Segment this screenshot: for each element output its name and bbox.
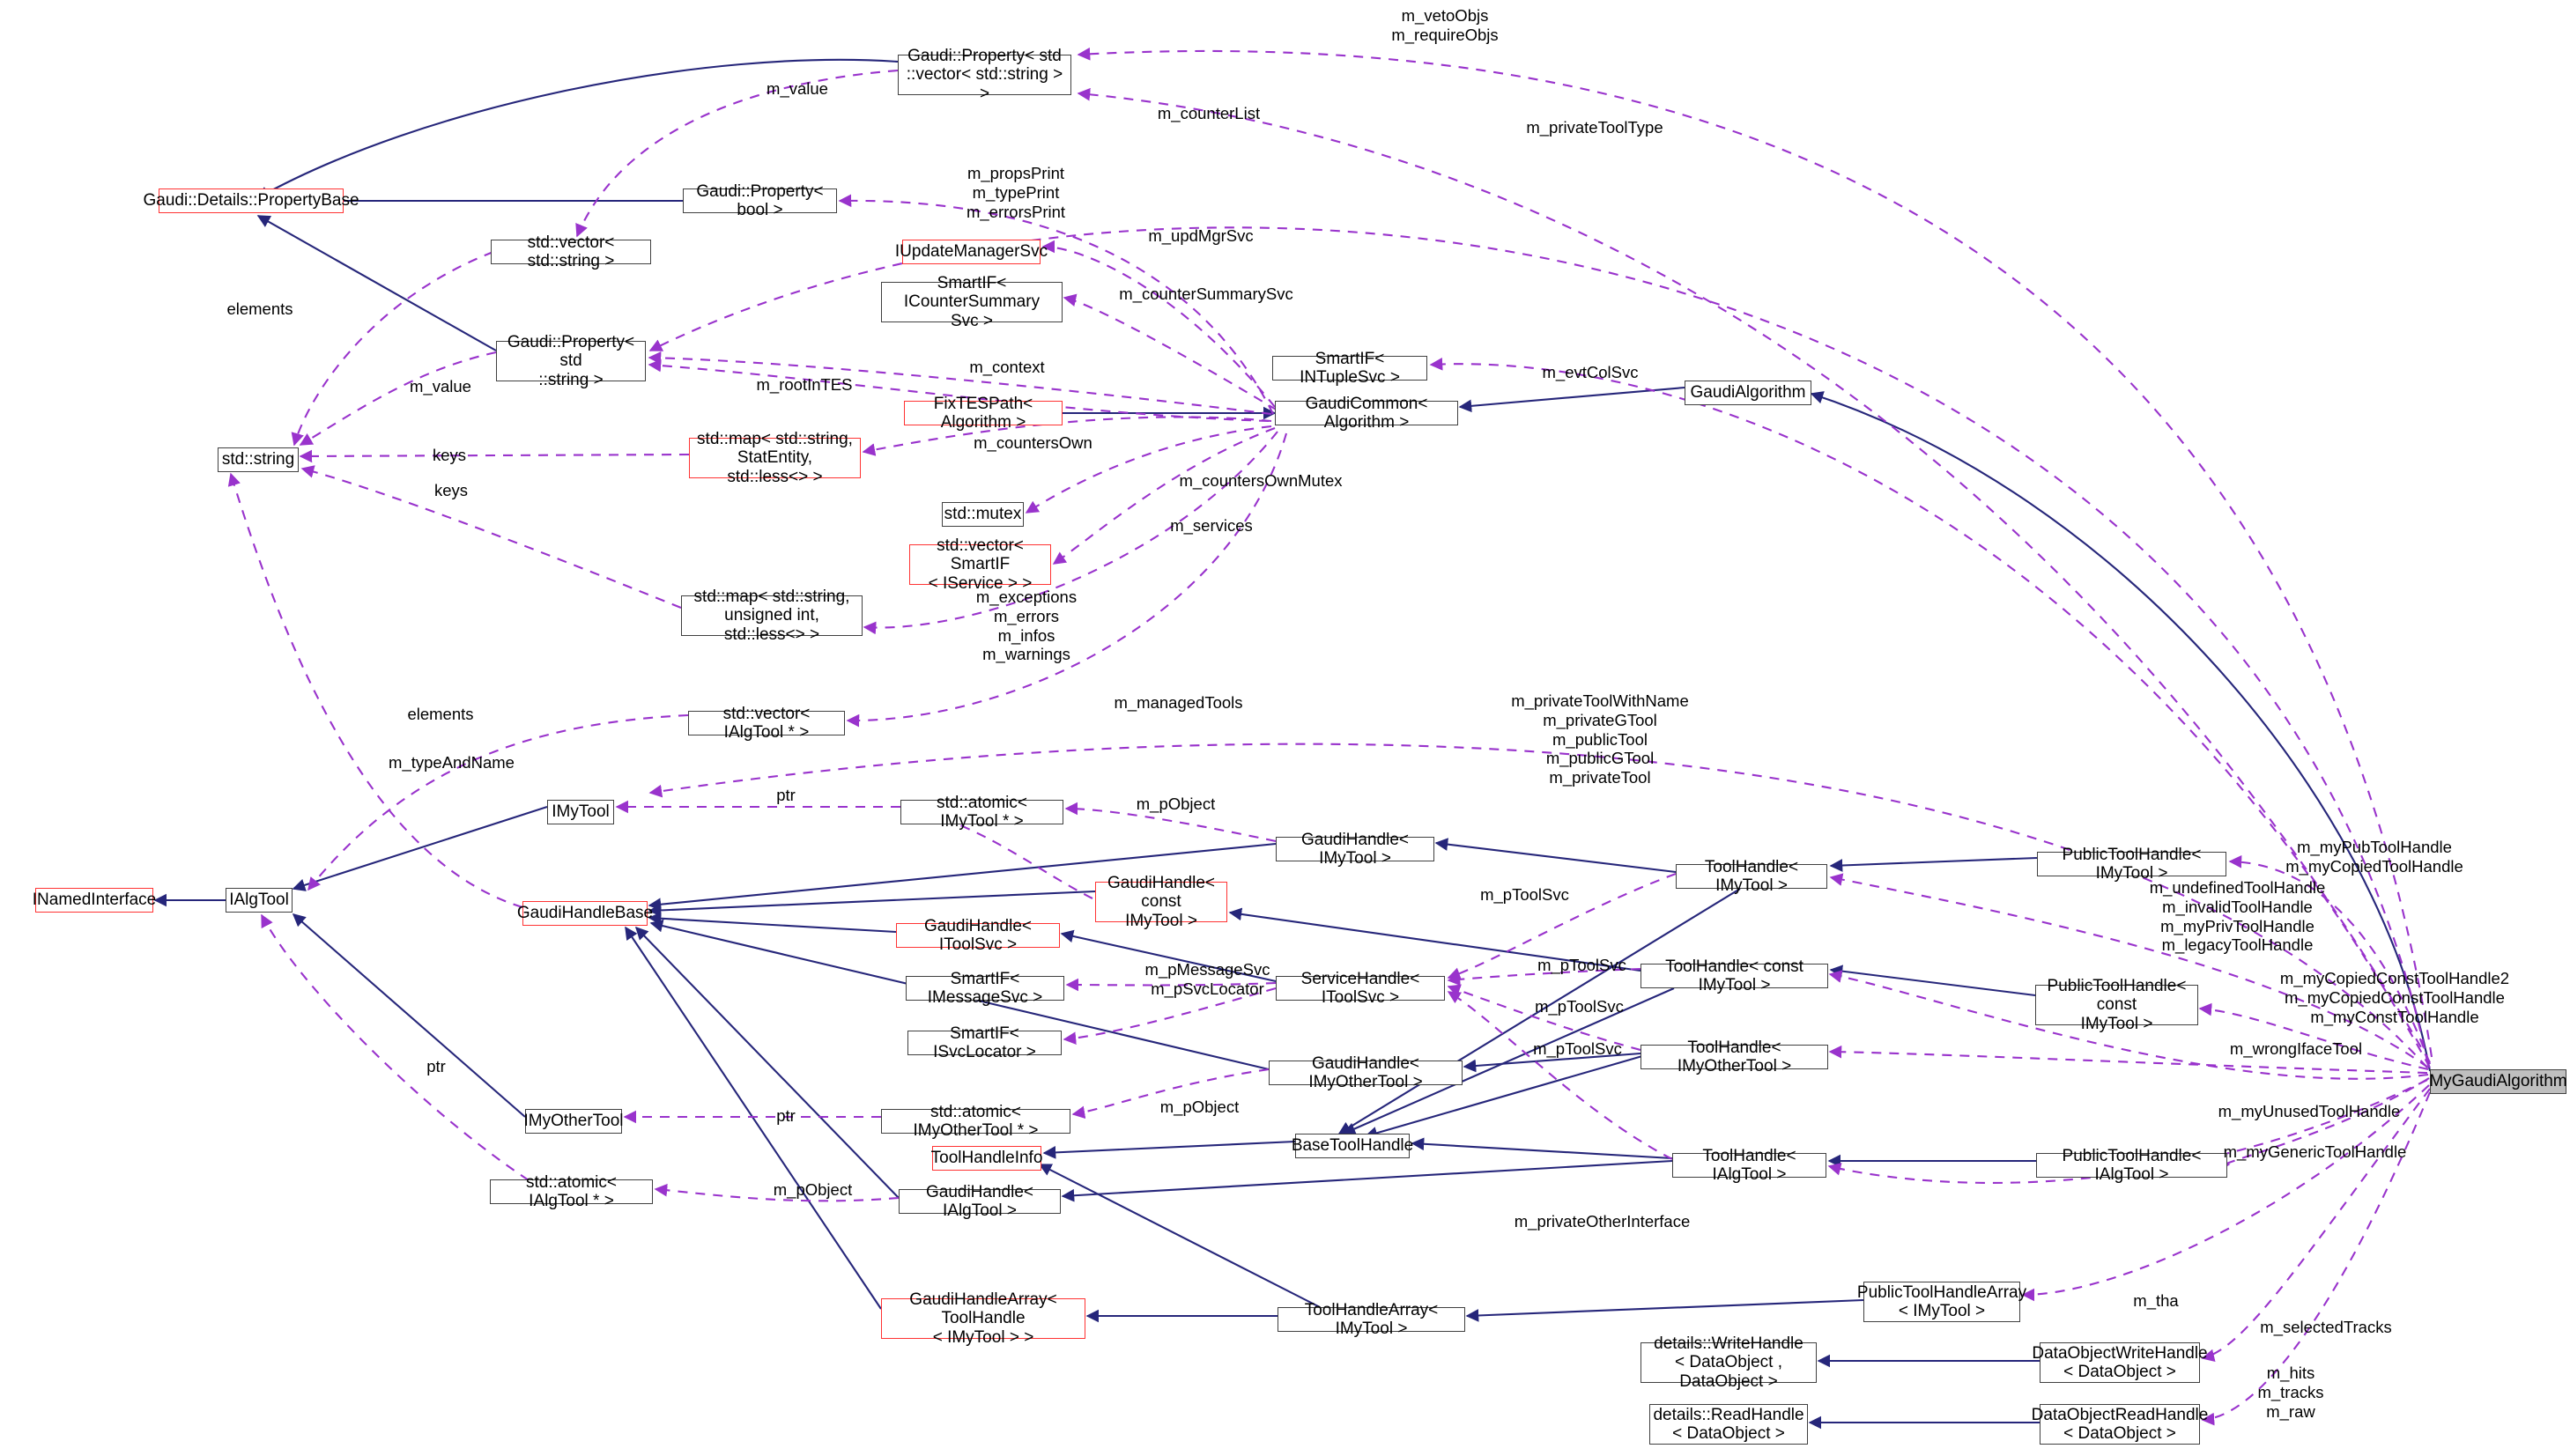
edge-label-root-in-tes: m_rootInTES [756,375,853,394]
node-gaudihandlebase[interactable]: GaudiHandleBase [517,901,653,926]
edge-label-p-tool-svc-4: m_pToolSvc [1533,1039,1622,1058]
node-details-readhandle-dataobject[interactable]: details::ReadHandle < DataObject > [1649,1404,1808,1445]
node-gaudi-property-bool[interactable]: Gaudi::Property< bool > [683,182,837,219]
node-dataobjectwritehandle-dataobject[interactable]: DataObjectWriteHandle < DataObject > [2032,1342,2208,1383]
node-std-map-string-unsigned-int[interactable]: std::map< std::string, unsigned int, std… [681,588,863,644]
node-gaudialgorithm[interactable]: GaudiAlgorithm [1685,381,1811,405]
edge-label-private-tool-type: m_privateToolType [1526,118,1663,137]
edge-label-ptr-3: ptr [426,1057,446,1075]
node-publictoolhandlearray-imytool[interactable]: PublicToolHandleArray < IMyTool > [1856,1282,2027,1322]
edge-label-private-public-tools: m_privateToolWithName m_privateGTool m_p… [1511,691,1689,787]
node-mygaudialgorithm[interactable]: MyGaudiAlgorithm [2429,1069,2567,1094]
edge-label-p-object-2: m_pObject [1159,1098,1240,1116]
edge-label-p-tool-svc-3: m_pToolSvc [1535,997,1624,1016]
node-inamedinterface[interactable]: INamedInterface [33,888,156,913]
edge-label-counter-summary-svc: m_counterSummarySvc [1119,285,1293,303]
edge-label-evt-col-svc: m_evtColSvc [1542,363,1639,381]
edge-label-my-generic-tool-handle: m_myGenericToolHandle [2223,1142,2407,1161]
node-toolhandle-ialgtool[interactable]: ToolHandle< IAlgTool > [1672,1147,1826,1184]
edge-label-ptr-1: ptr [776,786,796,804]
edge-label-my-pub-copied-tool-handle: m_myPubToolHandle m_myCopiedToolHandle [2285,838,2463,876]
edge-label-p-tool-svc-2: m_pToolSvc [1537,956,1626,974]
edge-label-p-message-svc-locator: m_pMessageSvc m_pSvcLocator [1144,960,1270,998]
edge-label-counter-list: m_counterList [1157,104,1261,122]
node-std-mutex[interactable]: std::mutex [942,502,1024,527]
node-toolhandlearray-imytool[interactable]: ToolHandleArray< IMyTool > [1278,1301,1465,1338]
edge-label-m-value-mid: m_value [410,377,471,395]
edge-label-selected-tracks: m_selectedTracks [2260,1318,2392,1336]
node-std-atomic-imyothertool-ptr[interactable]: std::atomic< IMyOtherTool * > [881,1103,1070,1140]
edge-label-keys-2: keys [433,481,469,499]
edge-label-wrong-iface-tool: m_wrongIfaceTool [2229,1039,2363,1058]
edge-label-elements-mid: elements [407,705,474,723]
node-std-atomic-imytool-ptr[interactable]: std::atomic< IMyTool * > [900,794,1063,831]
edge-label-p-object-3: m_pObject [773,1180,853,1199]
node-servicehandle-itoolsvc[interactable]: ServiceHandle< IToolSvc > [1276,970,1445,1007]
node-smartif-icountersummarysvc[interactable]: SmartIF< ICounterSummary Svc > [881,274,1063,330]
node-fixtespath-algorithm[interactable]: FixTESPath< Algorithm > [904,395,1063,432]
node-gaudicommon-algorithm[interactable]: GaudiCommon< Algorithm > [1275,395,1458,432]
node-gaudihandle-const-imytool[interactable]: GaudiHandle< const IMyTool > [1095,874,1227,930]
node-std-map-string-statentity[interactable]: std::map< std::string, StatEntity, std::… [689,430,861,486]
node-gaudi-property-string[interactable]: Gaudi::Property< std ::string > [496,333,646,389]
node-imytool[interactable]: IMyTool [547,800,614,824]
node-dataobjectreadhandle-dataobject[interactable]: DataObjectReadHandle < DataObject > [2031,1404,2209,1445]
node-toolhandle-imytool[interactable]: ToolHandle< IMyTool > [1676,858,1827,895]
node-publictoolhandle-imytool[interactable]: PublicToolHandle< IMyTool > [2037,846,2226,883]
edge-label-undefined-invalid-priv-legacy: m_undefinedToolHandle m_invalidToolHandl… [2149,878,2326,955]
edge-label-veto-require-objs: m_vetoObjs m_requireObjs [1391,6,1499,44]
node-toolhandle-const-imytool[interactable]: ToolHandle< const IMyTool > [1641,957,1828,994]
node-ialgtool[interactable]: IAlgTool [226,888,293,913]
edge-label-my-unused-tool-handle: m_myUnusedToolHandle [2218,1102,2401,1120]
edge-label-tha: m_tha [2133,1291,2179,1310]
edge-label-p-object-1: m_pObject [1136,795,1216,813]
edge-label-type-and-name: m_typeAndName [389,753,515,772]
node-basetoolhandle[interactable]: BaseToolHandle [1292,1134,1413,1158]
edge-label-p-tool-svc-1: m_pToolSvc [1480,885,1569,904]
node-std-vector-smartif-iservice[interactable]: std::vector< SmartIF < IService > > [909,536,1051,593]
edge-label-counters-own-mutex: m_countersOwnMutex [1179,471,1343,490]
edge-label-exceptions-errors-infos-warnings: m_exceptions m_errors m_infos m_warnings [975,588,1078,664]
node-smartif-isvclocator[interactable]: SmartIF< ISvcLocator > [907,1024,1062,1061]
node-smartif-intuplesvc[interactable]: SmartIF< INTupleSvc > [1272,350,1427,387]
edge-label-ptr-2: ptr [776,1106,796,1125]
edge-label-my-copied-const-tool-handles: m_myCopiedConstToolHandle2 m_myCopiedCon… [2279,969,2510,1026]
edge-label-hits-tracks-raw: m_hits m_tracks m_raw [2257,1364,2324,1421]
node-publictoolhandle-const-imytool[interactable]: PublicToolHandle< const IMyTool > [2035,977,2198,1033]
edge-label-m-value-top: m_value [767,79,828,98]
node-iupdatemanagersvc[interactable]: IUpdateManagerSvc [895,240,1048,264]
edge-label-private-other-interface: m_privateOtherInterface [1514,1212,1691,1231]
node-toolhandleinfo[interactable]: ToolHandleInfo [931,1146,1042,1171]
node-std-vector-ialgtool-ptr[interactable]: std::vector< IAlgTool * > [688,705,845,742]
node-std-string[interactable]: std::string [218,447,299,472]
edge-label-elements-top: elements [226,299,293,318]
node-gaudi-details-propertybase[interactable]: Gaudi::Details::PropertyBase [144,188,359,213]
node-std-atomic-ialgtool-ptr[interactable]: std::atomic< IAlgTool * > [490,1173,653,1210]
edge-label-counters-own: m_countersOwn [974,433,1092,452]
node-gaudihandle-itoolsvc[interactable]: GaudiHandle< IToolSvc > [896,917,1060,954]
node-gaudi-property-vector-string[interactable]: Gaudi::Property< std ::vector< std::stri… [898,47,1071,103]
node-details-writehandle-dataobject[interactable]: details::WriteHandle < DataObject , Data… [1641,1334,1817,1391]
node-std-vector-string[interactable]: std::vector< std::string > [491,233,651,270]
node-smartif-imessagesvc[interactable]: SmartIF< IMessageSvc > [906,970,1064,1007]
edge-label-props-type-errors-print: m_propsPrint m_typePrint m_errorsPrint [966,164,1066,221]
edge-label-m-context: m_context [969,358,1045,376]
node-gaudihandle-imyothertool[interactable]: GaudiHandle< IMyOtherTool > [1269,1054,1463,1091]
node-toolhandle-imyothertool[interactable]: ToolHandle< IMyOtherTool > [1641,1038,1828,1075]
node-gaudihandle-ialgtool[interactable]: GaudiHandle< IAlgTool > [899,1183,1061,1220]
node-gaudihandle-imytool[interactable]: GaudiHandle< IMyTool > [1276,831,1434,868]
edge-label-upd-mgr-svc: m_updMgrSvc [1148,226,1254,245]
edge-label-managed-tools: m_managedTools [1114,693,1243,712]
node-publictoolhandle-ialgtool[interactable]: PublicToolHandle< IAlgTool > [2036,1147,2227,1184]
node-imyothertool[interactable]: IMyOtherTool [524,1109,624,1134]
edge-label-keys-1: keys [432,446,467,464]
edge-label-services: m_services [1170,516,1253,535]
node-gaudihandlearray-toolhandle-imytool[interactable]: GaudiHandleArray< ToolHandle < IMyTool >… [881,1290,1085,1347]
